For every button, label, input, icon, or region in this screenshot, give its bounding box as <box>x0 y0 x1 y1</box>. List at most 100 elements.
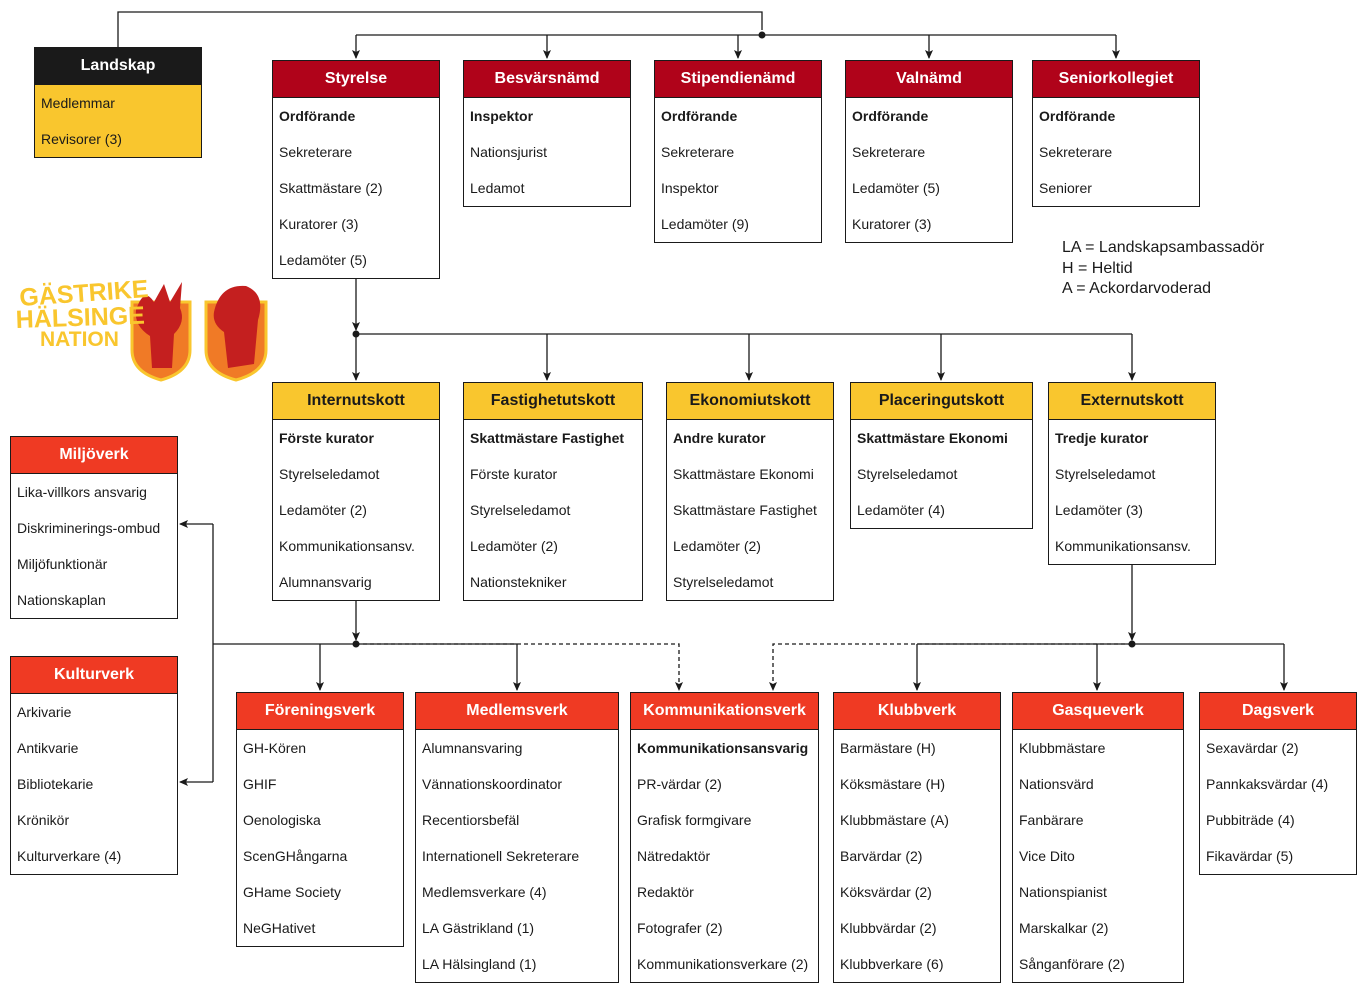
role-item: Ledamöter (9) <box>661 216 749 232</box>
legend-line: LA = Landskapsambassadör <box>1062 239 1265 256</box>
role-item: Ledamöter (4) <box>857 502 945 518</box>
role-item: PR-värdar (2) <box>637 776 722 792</box>
role-item: Vännationskoordinator <box>422 776 563 792</box>
role-item: Redaktör <box>637 884 694 900</box>
nation-logo: GÄSTRIKE HÄLSINGE NATION <box>14 272 276 389</box>
role-item: Kommunikationsverkare (2) <box>637 956 809 972</box>
role-item: Skattmästare Fastighet <box>673 502 817 518</box>
klubbverk-title: Klubbverk <box>834 693 1000 730</box>
role-item: Kommunikationsansv. <box>1055 538 1191 554</box>
logo-line-3: NATION <box>40 328 119 351</box>
fastighetutskott-title: Fastighetutskott <box>464 383 642 420</box>
role-item: Pubbiträde (4) <box>1206 812 1295 828</box>
role-item: Grafisk formgivare <box>637 812 752 828</box>
role-item: Antikvarie <box>17 740 79 756</box>
role-item: Sånganförare (2) <box>1019 956 1125 972</box>
kulturverk-title: Kulturverk <box>11 657 177 694</box>
role-item: Medlemsverkare (4) <box>422 884 547 900</box>
role-item: Styrelseledamot <box>279 466 380 482</box>
role-item: Bibliotekarie <box>17 776 94 792</box>
role-item: Klubbvärdar (2) <box>840 920 937 936</box>
role-item: Alumnansvaring <box>422 740 523 756</box>
legend-line: H = Heltid <box>1062 259 1133 277</box>
role-item: Fanbärare <box>1019 812 1084 828</box>
role-item: Inspektor <box>470 108 534 124</box>
role-item: Andre kurator <box>673 430 766 446</box>
medlemsverk-title: Medlemsverk <box>416 693 618 730</box>
role-item: Nätredaktör <box>637 848 711 864</box>
role-item: Nationstekniker <box>470 574 567 590</box>
role-item: Ordförande <box>852 108 929 124</box>
role-item: Fikavärdar (5) <box>1206 848 1294 864</box>
nation-crest-icon: GÄSTRIKE HÄLSINGE NATION <box>15 275 268 382</box>
internutskott-title: Internutskott <box>273 383 439 420</box>
role-item: Ledamöter (2) <box>279 502 367 518</box>
role-item: GHame Society <box>243 884 342 900</box>
role-item: Klubbmästare <box>1019 740 1106 756</box>
role-item: GHIF <box>243 776 277 792</box>
role-item: Alumnansvarig <box>279 574 372 590</box>
role-item: Köksvärdar (2) <box>840 884 932 900</box>
role-item: Skattmästare Ekonomi <box>673 466 814 482</box>
role-item: LA Gästrikland (1) <box>422 920 535 936</box>
ekonomiutskott-title: Ekonomiutskott <box>667 383 833 420</box>
role-item: Styrelseledamot <box>673 574 774 590</box>
role-item: Nationsjurist <box>470 144 548 160</box>
valnamd-title: Valnämd <box>846 61 1012 98</box>
role-item: Sekreterare <box>661 144 735 160</box>
role-item: Sekreterare <box>852 144 926 160</box>
role-item: Styrelseledamot <box>857 466 958 482</box>
role-item: LA Hälsingland (1) <box>422 956 537 972</box>
role-item: Tredje kurator <box>1055 430 1149 446</box>
role-item: Kommunikationsansv. <box>279 538 415 554</box>
role-item: Kulturverkare (4) <box>17 848 122 864</box>
role-item: Barmästare (H) <box>840 740 936 756</box>
legend-line: A = Ackordarvoderad <box>1062 280 1211 297</box>
role-item: Skattmästare (2) <box>279 180 383 196</box>
role-item: Köksmästare (H) <box>840 776 946 792</box>
role-item: Ledamot <box>470 180 525 196</box>
role-item: Förste kurator <box>279 430 374 446</box>
role-item: Kommunikationsansvarig <box>637 740 809 756</box>
miljoverk-title: Miljöverk <box>11 437 177 474</box>
legend: LA = Landskapsambassadör H = Heltid A = … <box>1062 238 1264 300</box>
role-item: NeGHativet <box>243 920 316 936</box>
role-item: Marskalkar (2) <box>1019 920 1109 936</box>
role-item: Ledamöter (3) <box>1055 502 1143 518</box>
role-item: Seniorer <box>1039 180 1092 196</box>
role-item: Oenologiska <box>243 812 321 828</box>
role-item: Klubbverkare (6) <box>840 956 944 972</box>
kommunikationsverk-title: Kommunikationsverk <box>631 693 818 730</box>
role-item: Sexavärdar (2) <box>1206 740 1299 756</box>
role-item: Sekreterare <box>1039 144 1113 160</box>
role-item: Medlemmar <box>41 95 115 111</box>
role-item: Lika-villkors ansvarig <box>17 484 147 500</box>
role-item: Förste kurator <box>470 466 558 482</box>
role-item: Sekreterare <box>279 144 353 160</box>
role-item: Recentiorsbefäl <box>422 812 520 828</box>
gasqueverk-title: Gasqueverk <box>1013 693 1183 730</box>
placeringutskott-title: Placeringutskott <box>851 383 1032 420</box>
role-item: Diskriminerings-ombud <box>17 520 161 536</box>
role-item: ScenGHångarna <box>243 848 348 864</box>
role-item: Styrelseledamot <box>1055 466 1156 482</box>
dagsverk-title: Dagsverk <box>1200 693 1356 730</box>
role-item: Barvärdar (2) <box>840 848 923 864</box>
role-item: Ordförande <box>1039 108 1116 124</box>
role-item: Ordförande <box>279 108 356 124</box>
role-item: Fotografer (2) <box>637 920 723 936</box>
role-item: Arkivarie <box>17 704 72 720</box>
role-item: Miljöfunktionär <box>17 556 108 572</box>
